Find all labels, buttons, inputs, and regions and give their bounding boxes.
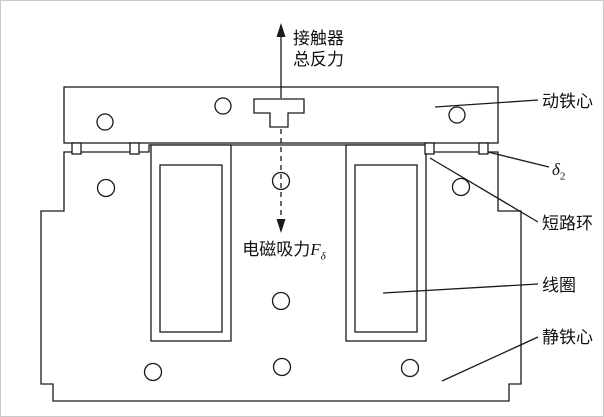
core-hole — [400, 358, 420, 378]
up-arrow-icon — [276, 23, 286, 37]
core-hole — [271, 291, 291, 311]
callout-coil: 线圈 — [542, 276, 576, 295]
electromagnetic-force-label: 电磁吸力Fδ — [214, 239, 354, 267]
reaction-force-label-line2: 总反力 — [293, 50, 344, 69]
reaction-force-label: 接触器 总反力 — [293, 28, 344, 70]
force-subscript: δ — [320, 250, 326, 263]
armature-hole — [448, 106, 466, 124]
leader-air-gap — [487, 151, 550, 168]
core-hole — [143, 362, 163, 382]
shading-ring — [478, 142, 489, 155]
core-hole — [271, 171, 291, 191]
shading-ring — [71, 142, 82, 155]
force-label-text: 电磁吸力 — [242, 240, 311, 259]
static-core-body — [40, 144, 522, 402]
callout-moving-core: 动铁心 — [542, 92, 593, 111]
coil-right — [354, 164, 418, 333]
armature-hole — [96, 113, 114, 131]
reaction-force-label-line1: 接触器 — [293, 29, 344, 48]
down-arrow-icon — [276, 219, 286, 233]
leader-coil — [382, 283, 539, 294]
air-gap-subscript: 2 — [559, 170, 566, 183]
callout-air-gap: δ2 — [552, 159, 565, 187]
core-hole — [451, 177, 471, 197]
armature-boss — [253, 98, 305, 128]
coil-left — [159, 164, 223, 333]
leader-shading-ring — [429, 157, 539, 223]
leader-moving-core — [434, 99, 539, 108]
armature-hole — [214, 97, 232, 115]
callout-static-core: 静铁心 — [542, 328, 593, 347]
force-symbol: F — [310, 240, 321, 259]
callout-shading-ring: 短路环 — [542, 214, 593, 233]
shading-ring — [424, 142, 435, 155]
core-hole — [272, 357, 292, 377]
shading-ring — [129, 142, 140, 155]
core-hole — [96, 178, 116, 198]
air-gap-symbol: δ — [552, 160, 560, 179]
leader-static-core — [441, 336, 539, 382]
